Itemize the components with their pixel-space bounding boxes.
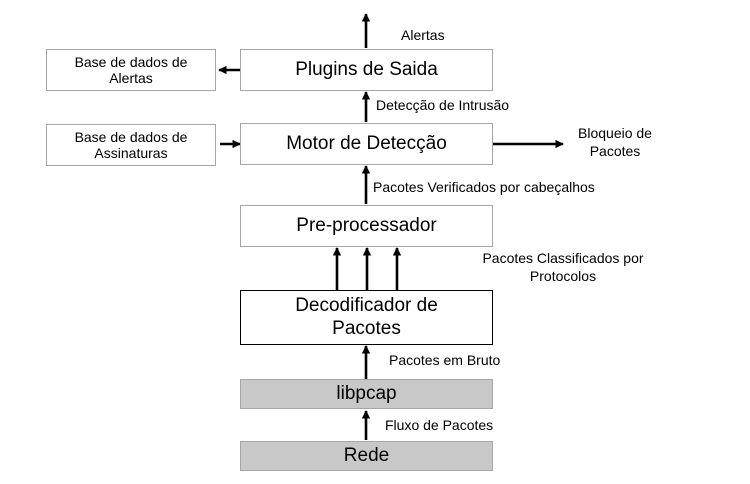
preproc-label: Pre-processador — [296, 215, 437, 237]
label-deteccao-intrusao: Detecção de Intrusão — [376, 97, 510, 113]
db-assinaturas-box: Base de dados de Assinaturas — [46, 124, 216, 166]
label-bloqueio: Bloqueio de Pacotes — [560, 124, 670, 160]
label-bloqueio-line2: Pacotes — [589, 143, 641, 160]
db-alertas-line2: Alertas — [109, 70, 153, 86]
db-alertas-box: Base de dados de Alertas — [46, 49, 216, 91]
db-alertas-line1: Base de dados de — [74, 53, 188, 70]
libpcap-box: libpcap — [240, 379, 493, 409]
label-em-bruto: Pacotes em Bruto — [389, 352, 501, 368]
label-bloqueio-line1: Bloqueio de — [578, 125, 652, 141]
rede-label: Rede — [343, 445, 390, 467]
plugins-label: Plugins de Saida — [295, 59, 438, 81]
decoder-line2: Pacotes — [332, 317, 401, 339]
db-assinaturas-line2: Assinaturas — [94, 145, 168, 161]
label-classificados-line1: Pacotes Classificados por — [482, 250, 644, 266]
decoder-box: Decodificador de Pacotes — [240, 290, 493, 345]
rede-box: Rede — [240, 441, 493, 471]
libpcap-label: libpcap — [336, 383, 397, 405]
label-verificados: Pacotes Verificados por cabeçalhos — [373, 179, 595, 195]
label-classificados-line2: Protocolos — [529, 268, 597, 285]
plugins-box: Plugins de Saida — [240, 49, 493, 91]
motor-box: Motor de Detecção — [240, 123, 493, 165]
preproc-box: Pre-processador — [240, 205, 493, 247]
motor-label: Motor de Detecção — [286, 133, 447, 155]
label-fluxo: Fluxo de Pacotes — [385, 417, 494, 433]
decoder-line1: Decodificador de — [295, 294, 438, 316]
db-assinaturas-line1: Base de dados de — [74, 128, 188, 145]
label-classificados: Pacotes Classificados por Protocolos — [438, 249, 688, 285]
label-alertas: Alertas — [401, 27, 445, 43]
